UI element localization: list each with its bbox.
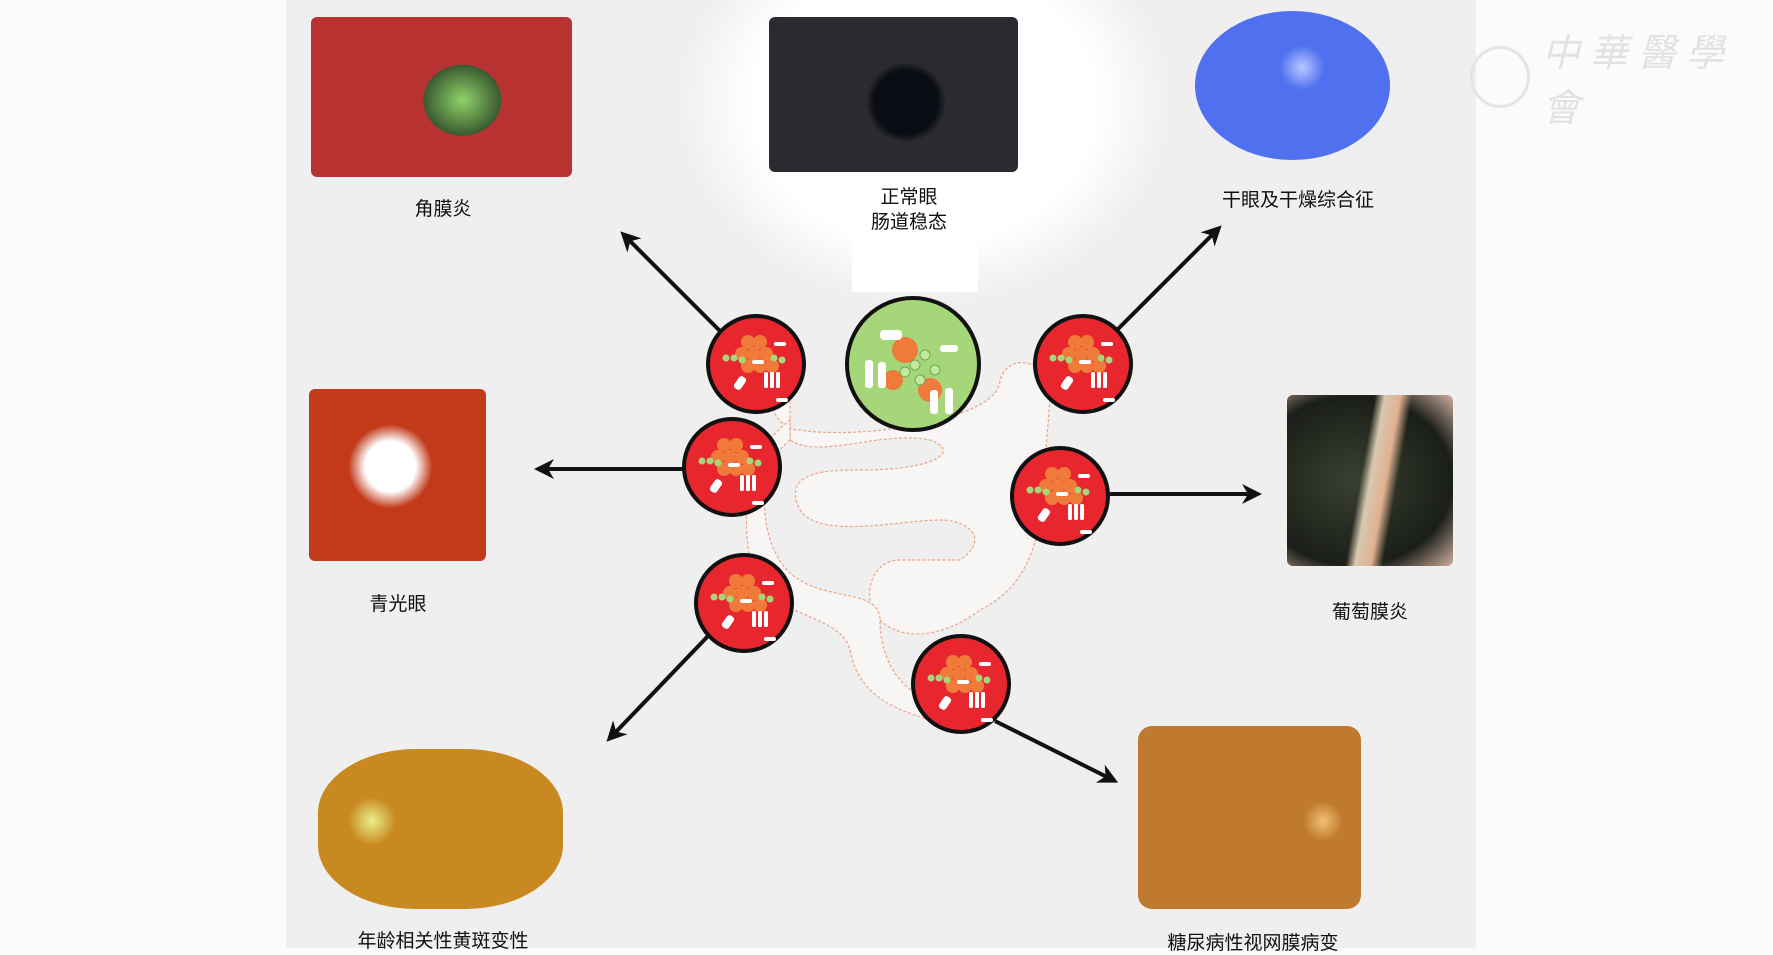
arrow-to-dry-eye (1113, 225, 1222, 334)
arrow-to-keratitis (620, 231, 723, 334)
amd-photo (318, 749, 563, 909)
dysbiosis-microbiota-circle (706, 314, 806, 414)
arrow-to-amd (606, 633, 711, 742)
seal-icon (1470, 46, 1530, 108)
dry-eye-photo (1195, 11, 1390, 160)
normal-eye-photo (769, 17, 1018, 172)
dysbiosis-microbiota-circle (1033, 314, 1133, 414)
center-label-box (852, 172, 978, 292)
watermark: 中華醫學會 (1470, 22, 1773, 132)
label-glaucoma: 青光眼 (369, 593, 427, 615)
uveitis-photo (1287, 395, 1453, 566)
label-diabetic-retinopathy: 糖尿病性视网膜病变 (1167, 932, 1339, 954)
diabetic-retinopathy-photo (1138, 726, 1361, 909)
keratitis-photo (311, 17, 572, 177)
arrow-to-dr (994, 719, 1119, 783)
label-keratitis: 角膜炎 (414, 198, 472, 220)
glaucoma-photo (309, 389, 486, 561)
label-uveitis: 葡萄膜炎 (1331, 601, 1409, 623)
dysbiosis-microbiota-circle (682, 417, 782, 517)
dysbiosis-microbiota-circle (694, 553, 794, 653)
label-normal-eye: 正常眼 (880, 186, 938, 208)
dysbiosis-microbiota-circle (1010, 446, 1110, 546)
dysbiosis-microbiota-circle (911, 634, 1011, 734)
label-gut-homeostasis: 肠道稳态 (870, 211, 948, 233)
label-dry-eye: 干眼及干燥综合征 (1221, 189, 1375, 211)
homeostasis-microbiota-circle (845, 296, 981, 432)
label-amd: 年龄相关性黄斑变性 (357, 930, 529, 952)
